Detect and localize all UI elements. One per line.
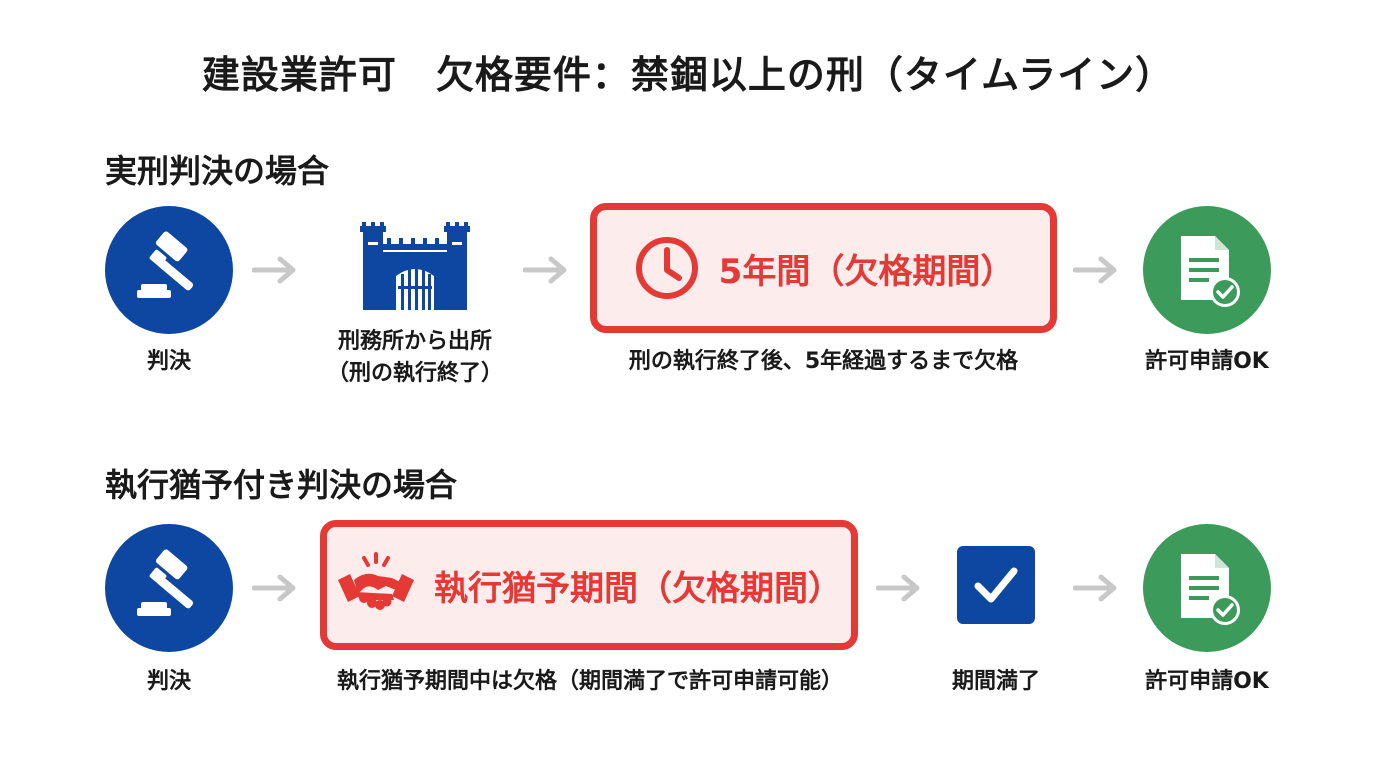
verdict-step-1: [105, 206, 233, 334]
handshake-icon: [338, 552, 414, 610]
disqualification-period-text: 5年間（欠格期間）: [718, 251, 1015, 292]
document-check-icon: [1181, 236, 1240, 307]
application-ok-step: [1143, 206, 1271, 334]
prison-step: [360, 222, 470, 312]
suspension-period-box: 執行猶予期間（欠格期間）: [320, 520, 858, 650]
gavel-icon: [137, 549, 194, 616]
step-label-verdict-2: 判決: [146, 669, 191, 694]
section-heading-suspended: 執行猶予付き判決の場合: [105, 466, 458, 504]
step-label-release-line2: （刑の執行終了）: [326, 361, 503, 386]
document-check-icon: [1181, 554, 1240, 625]
clock-icon: [635, 237, 698, 299]
suspension-period-text: 執行猶予期間（欠格期間）: [434, 568, 842, 609]
step-label-application-ok: 許可申請OK: [1145, 349, 1269, 374]
verdict-step-2: [105, 524, 233, 652]
arrow-right-icon: [252, 574, 296, 602]
section-heading-jikkei: 実刑判決の場合: [105, 152, 330, 190]
checkbox-icon: [974, 567, 1018, 603]
gavel-icon: [137, 231, 194, 298]
box-caption: 刑の執行終了後、5年経過するまで欠格: [628, 349, 1019, 374]
disqualification-period-box: 5年間（欠格期間）: [590, 203, 1057, 333]
step-label-release-line1: 刑務所から出所: [337, 329, 492, 354]
arrow-right-icon: [1073, 256, 1117, 284]
step-label-verdict: 判決: [146, 349, 191, 374]
arrow-right-icon: [252, 256, 296, 284]
arrow-right-icon: [876, 574, 920, 602]
expiry-step: [957, 546, 1035, 624]
step-label-expiry: 期間満了: [951, 669, 1040, 694]
page-title: 建設業許可 欠格要件：禁錮以上の刑（タイムライン）: [201, 53, 1175, 97]
suspension-box-caption: 執行猶予期間中は欠格（期間満了で許可申請可能）: [336, 669, 843, 694]
arrow-right-icon: [523, 256, 567, 284]
arrow-right-icon: [1073, 574, 1117, 602]
step-label-application-ok-2: 許可申請OK: [1145, 669, 1269, 694]
application-ok-step-2: [1143, 524, 1271, 652]
prison-icon: [360, 222, 470, 310]
